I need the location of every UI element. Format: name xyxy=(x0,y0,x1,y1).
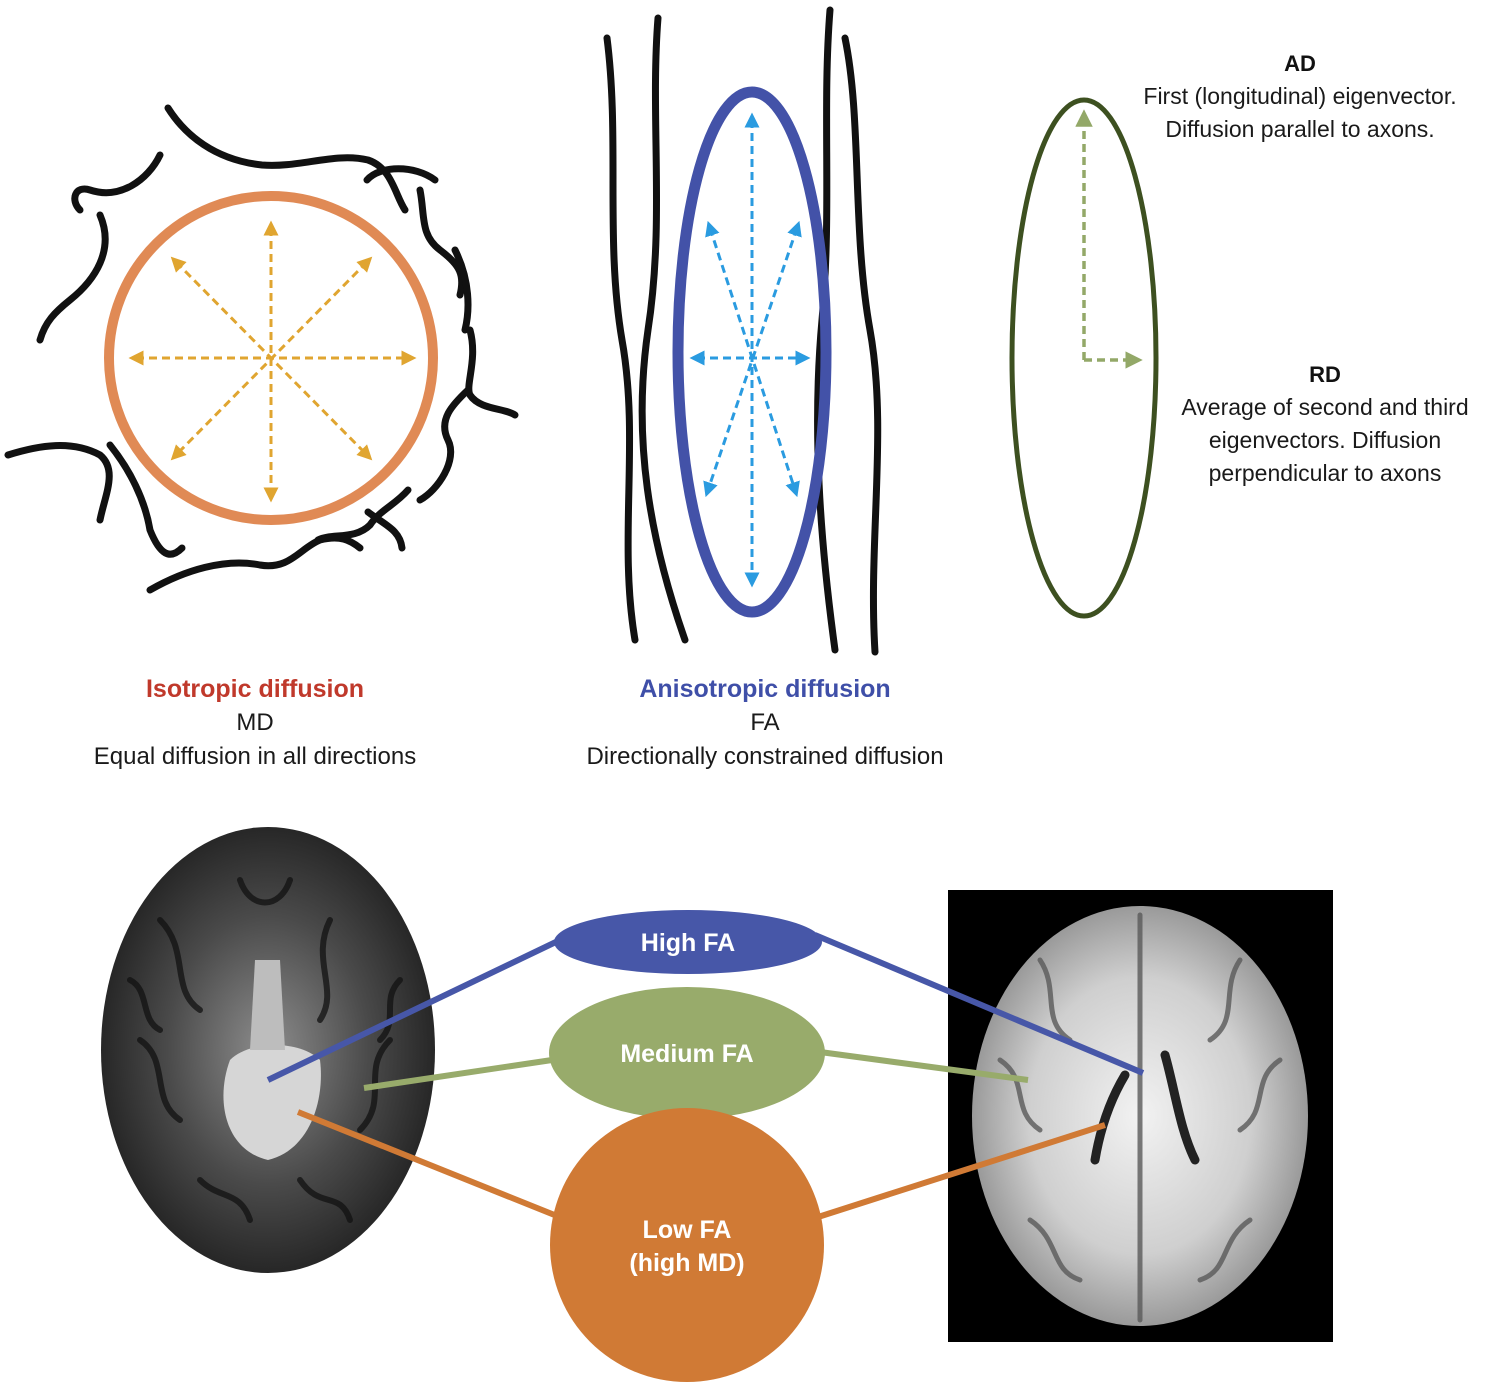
low-fa-line-left xyxy=(296,1109,564,1221)
surrounding-tissue-curves xyxy=(4,104,519,594)
left-ventricle xyxy=(1090,1070,1130,1165)
anisotropic-description: Directionally constrained diffusion xyxy=(586,743,944,770)
low-fa-label-line2: (high MD) xyxy=(629,1249,744,1277)
isotropic-diffusion-sphere xyxy=(104,191,438,525)
high-fa-label: High FA xyxy=(641,929,735,957)
rd-line-2: eigenvectors. Diffusion xyxy=(1208,427,1442,453)
isotropic-diffusion-arrows xyxy=(128,220,417,503)
rd-line-3: perpendicular to axons xyxy=(1208,460,1442,486)
isotropic-panel xyxy=(4,104,519,594)
anisotropic-title: Anisotropic diffusion xyxy=(639,675,891,703)
anisotropic-diffusion-arrows xyxy=(689,112,811,588)
fa-map-brain-image xyxy=(101,827,435,1273)
rd-line-1: Average of second and third xyxy=(1181,394,1469,420)
eigenvector-ellipsoid xyxy=(1009,97,1159,619)
ad-caption: AD First (longitudinal) eigenvector. Dif… xyxy=(1100,47,1500,146)
low-fa-line-right xyxy=(814,1122,1106,1221)
ad-line-1: First (longitudinal) eigenvector. xyxy=(1143,83,1457,109)
medium-fa-bubble: Medium FA xyxy=(549,987,825,1119)
fa-connector-lines xyxy=(266,932,1145,1221)
ad-title: AD xyxy=(1284,51,1316,76)
isotropic-description: Equal diffusion in all directions xyxy=(93,743,417,770)
isotropic-title: Isotropic diffusion xyxy=(145,675,365,703)
anisotropic-caption: Anisotropic diffusion FA Directionally c… xyxy=(545,672,985,774)
rd-caption: RD Average of second and third eigenvect… xyxy=(1150,358,1500,490)
anisotropic-diffusion-ellipsoid xyxy=(672,86,832,618)
t1-mri-brain-image xyxy=(948,890,1333,1342)
isotropic-metric: MD xyxy=(236,709,274,736)
rd-title: RD xyxy=(1309,362,1341,387)
low-fa-bubble: Low FA (high MD) xyxy=(550,1108,824,1382)
high-fa-bubble: High FA xyxy=(554,910,822,974)
anisotropic-panel xyxy=(603,6,882,656)
medium-fa-label: Medium FA xyxy=(620,1040,753,1068)
anisotropic-metric: FA xyxy=(750,709,780,736)
medium-fa-line-left xyxy=(363,1057,553,1091)
medium-fa-line-right xyxy=(819,1049,1029,1083)
eigenvector-panel xyxy=(1009,97,1159,619)
high-fa-line-right xyxy=(813,932,1145,1076)
low-fa-label-line1: Low FA xyxy=(643,1216,732,1244)
right-ventricle xyxy=(1160,1050,1200,1165)
iso-arrow-diagonal-2 xyxy=(170,256,373,461)
isotropic-caption: Isotropic diffusion MD Equal diffusion i… xyxy=(55,672,455,774)
high-fa-line-left xyxy=(266,937,562,1083)
aniso-arrow-diagonal-2 xyxy=(703,220,802,498)
ad-line-2: Diffusion parallel to axons. xyxy=(1165,116,1435,142)
